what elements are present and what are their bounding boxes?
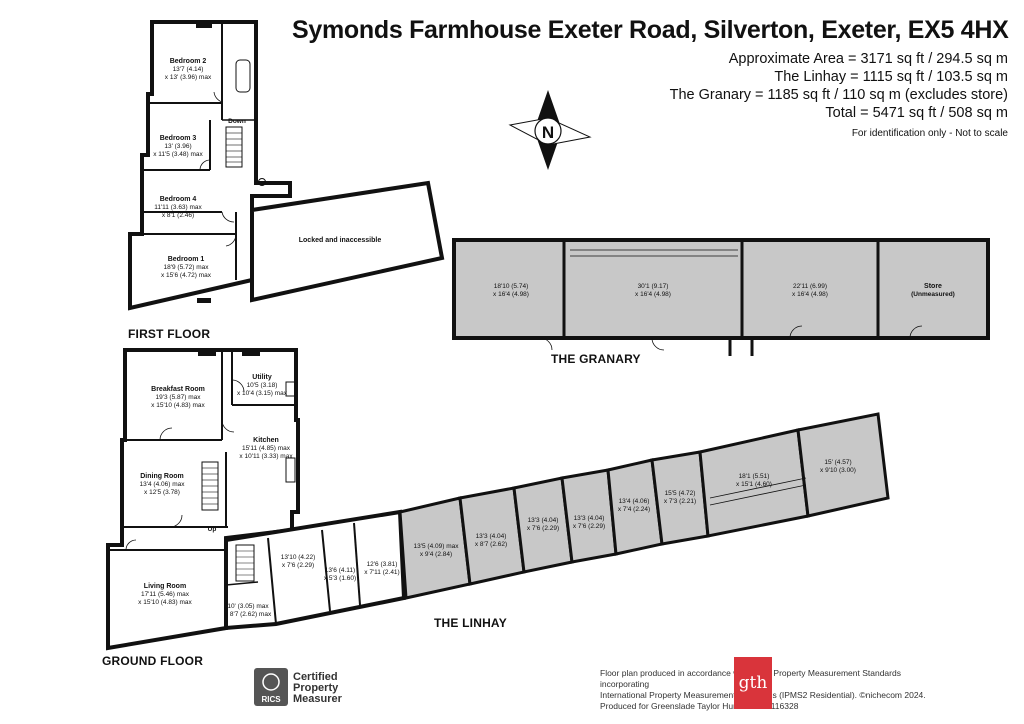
north-compass: N	[508, 90, 592, 170]
first-floor-heading: FIRST FLOOR	[128, 327, 211, 341]
room-a-dim2: x 8'7 (2.62) max	[225, 611, 272, 618]
area-granary: The Granary = 1185 sq ft / 110 sq m (exc…	[669, 87, 1008, 103]
linhay-b3-dim2: x 7'6 (2.29)	[527, 525, 559, 532]
utility-dim1: 10'5 (3.18)	[247, 382, 278, 389]
compass-n-letter: N	[542, 123, 554, 142]
rics-line2: Property	[293, 682, 339, 694]
room-b-dim1: 13'10 (4.22)	[281, 554, 316, 561]
rics-logo: RICS	[254, 668, 288, 706]
linhay-b7-dim2: x 15'1 (4.60)	[736, 481, 772, 488]
locked-room-label: Locked and inaccessible	[299, 237, 382, 244]
utility-name: Utility	[252, 374, 272, 381]
footer-line3: Produced for Greenslade Taylor Hunt. REF…	[600, 701, 799, 711]
linhay-b1-dim2: x 9'4 (2.84)	[420, 551, 452, 558]
linhay-plan	[398, 412, 890, 600]
room-labels: Bedroom 2 13'7 (4.14) x 13' (3.96) max B…	[138, 58, 955, 618]
ground-floor-heading: GROUND FLOOR	[102, 654, 204, 668]
room-d-dim2: x 7'11 (2.41)	[364, 569, 399, 576]
granary-r1-dim1: 18'10 (5.74)	[494, 283, 529, 290]
kitchen-dim2: x 10'11 (3.33) max	[239, 453, 293, 460]
identification-note: For identification only - Not to scale	[851, 128, 1008, 139]
area-total: Total = 5471 sq ft / 508 sq m	[825, 105, 1008, 121]
linhay-b5-dim2: x 7'4 (2.24)	[618, 506, 650, 513]
granary-r2-dim1: 30'1 (9.17)	[638, 283, 669, 290]
bedroom3-name: Bedroom 3	[160, 135, 197, 142]
living-name: Living Room	[144, 583, 186, 590]
living-dim2: x 15'10 (4.83) max	[138, 599, 192, 606]
granary-r3-dim1: 22'11 (6.99)	[793, 283, 827, 290]
bedroom2-name: Bedroom 2	[170, 58, 207, 65]
linhay-heading: THE LINHAY	[434, 616, 507, 630]
room-c-dim2: x 5'3 (1.60)	[324, 575, 356, 582]
stairs-up-label: Up	[208, 526, 217, 533]
bedroom4-dim2: x 8'1 (2.46)	[162, 212, 194, 219]
bedroom2-dim1: 13'7 (4.14)	[173, 66, 204, 73]
linhay-b1-dim1: 13'5 (4.09) max	[414, 543, 460, 550]
granary-r1-dim2: x 16'4 (4.98)	[493, 291, 529, 298]
linhay-b7-dim1: 18'1 (5.51)	[739, 473, 770, 480]
bedroom4-name: Bedroom 4	[160, 196, 197, 203]
kitchen-dim1: 15'11 (4.85) max	[242, 445, 291, 452]
property-title: Symonds Farmhouse Exeter Road, Silverton…	[292, 16, 1009, 44]
linhay-b4-dim2: x 7'6 (2.29)	[573, 523, 605, 530]
ground-floor-annex	[224, 509, 407, 631]
breakfast-dim1: 19'3 (5.87) max	[156, 394, 202, 401]
rics-line3: Measurer	[293, 693, 342, 705]
kitchen-name: Kitchen	[253, 437, 279, 444]
rics-line1: Certified	[293, 671, 338, 683]
linhay-b8-dim2: x 9'10 (3.00)	[820, 467, 856, 474]
linhay-b2-dim2: x 8'7 (2.62)	[475, 541, 507, 548]
rics-logo-text: RICS	[261, 695, 281, 704]
room-c-dim1: 13'6 (4.11)	[325, 567, 355, 574]
room-b-dim2: x 7'6 (2.29)	[282, 562, 314, 569]
granary-r2-dim2: x 16'4 (4.98)	[635, 291, 671, 298]
bedroom1-dim2: x 15'6 (4.72) max	[161, 272, 212, 279]
rics-certified-label: Certified Property Measurer	[293, 672, 342, 705]
dining-name: Dining Room	[140, 473, 184, 480]
linhay-b8-dim1: 15' (4.57)	[824, 459, 851, 466]
bedroom1-dim1: 18'9 (5.72) max	[164, 264, 210, 271]
store-name: Store	[924, 283, 942, 290]
room-a-dim1: 10' (3.05) max	[227, 603, 269, 610]
bedroom1-name: Bedroom 1	[168, 256, 205, 263]
area-summary: Approximate Area = 3171 sq ft / 294.5 sq…	[670, 50, 1008, 143]
store-sub: (Unmeasured)	[911, 291, 955, 298]
linhay-b2-dim1: 13'3 (4.04)	[476, 533, 507, 540]
granary-r3-dim2: x 16'4 (4.98)	[792, 291, 828, 298]
linhay-b5-dim1: 13'4 (4.06)	[619, 498, 650, 505]
area-linhay: The Linhay = 1115 sq ft / 103.5 sq m	[774, 69, 1008, 85]
living-dim1: 17'11 (5.46) max	[141, 591, 190, 598]
bedroom4-dim1: 11'11 (3.63) max	[154, 204, 202, 211]
granary-plan	[452, 238, 990, 356]
linhay-b6-dim1: 15'5 (4.72)	[665, 490, 696, 497]
breakfast-name: Breakfast Room	[151, 386, 205, 393]
bedroom3-dim2: x 11'5 (3.48) max	[153, 151, 203, 158]
granary-heading: THE GRANARY	[551, 352, 641, 366]
utility-dim2: x 10'4 (3.15) max	[237, 390, 288, 397]
stairs-down-label: Down	[228, 118, 246, 125]
gth-logo: gth	[734, 657, 772, 709]
dining-dim1: 13'4 (4.06) max	[140, 481, 186, 488]
dining-dim2: x 12'5 (3.78)	[144, 489, 180, 496]
linhay-b4-dim1: 13'3 (4.04)	[574, 515, 605, 522]
locked-room	[250, 180, 445, 303]
room-d-dim1: 12'6 (3.81)	[367, 561, 398, 568]
breakfast-dim2: x 15'10 (4.83) max	[151, 402, 205, 409]
bedroom2-dim2: x 13' (3.96) max	[165, 74, 212, 81]
linhay-b3-dim1: 13'3 (4.04)	[528, 517, 559, 524]
bedroom3-dim1: 13' (3.96)	[164, 143, 191, 150]
linhay-b6-dim2: x 7'3 (2.21)	[664, 498, 696, 505]
area-main: Approximate Area = 3171 sq ft / 294.5 sq…	[728, 51, 1008, 67]
